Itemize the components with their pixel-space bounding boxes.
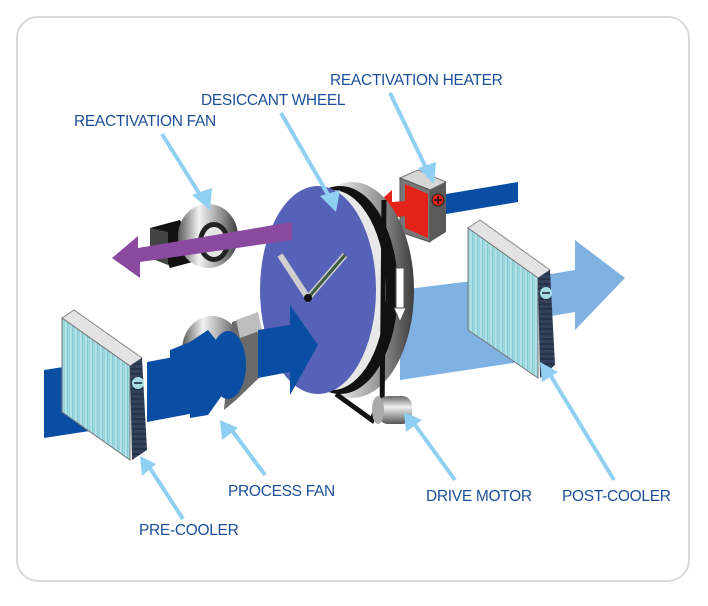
label-post-cooler: POST-COOLER: [562, 488, 671, 505]
pointer-process-fan: [226, 423, 267, 477]
label-process-fan: PROCESS FAN: [228, 483, 335, 500]
pointer-pre-cooler: [144, 460, 185, 521]
drive-motor: [334, 199, 412, 424]
reactivation-inlet-air: [440, 182, 518, 215]
pointer-lines: [140, 92, 616, 521]
post-cooler: [467, 219, 555, 379]
process-air-arrow-2: [258, 305, 318, 395]
pointer-desiccant-wheel: [279, 112, 332, 199]
pointer-post-cooler: [544, 366, 616, 482]
label-drive-motor: DRIVE MOTOR: [426, 488, 532, 505]
reactivation-exhaust-arrow: [112, 222, 292, 278]
process-air-arrow-1: [170, 330, 240, 418]
label-desiccant-wheel: DESICCANT WHEEL: [201, 92, 346, 109]
rotation-arrow-icon: [395, 267, 405, 311]
pre-cooler: [61, 309, 147, 461]
label-pre-cooler: PRE-COOLER: [139, 522, 239, 539]
reactivation-heater: [398, 169, 448, 243]
pointer-reactivation-heater: [388, 92, 430, 173]
pointer-reactivation-fan: [160, 132, 204, 200]
label-reactivation-heater: REACTIVATION HEATER: [330, 72, 503, 89]
pointer-drive-motor: [408, 416, 457, 482]
label-reactivation-fan: REACTIVATION FAN: [74, 113, 216, 130]
